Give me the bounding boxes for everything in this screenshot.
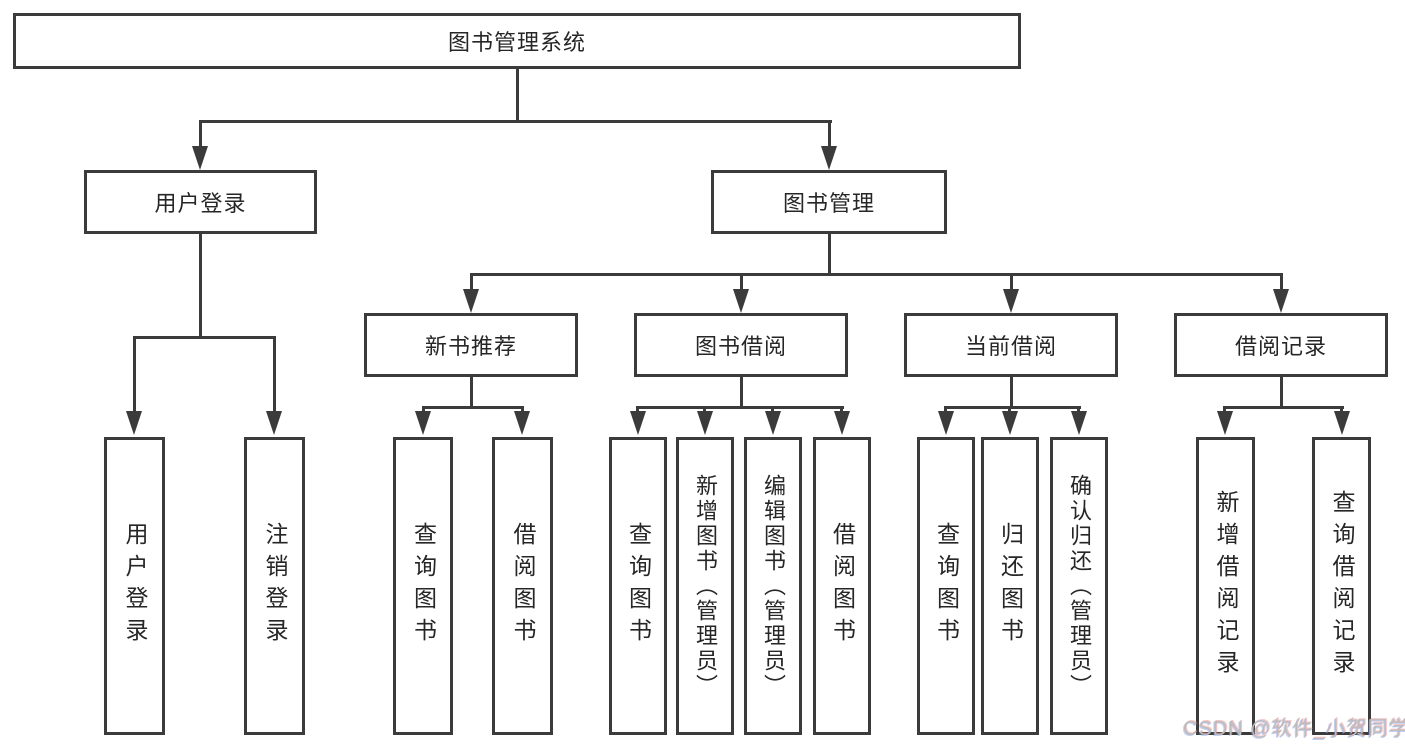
arrow-bb-query-book [630, 411, 646, 435]
connector-user-login-split [133, 336, 276, 339]
arrow-br-query-record [1334, 411, 1350, 435]
leaf-cb-confirm-return-label: 确认归还（管理员） [1067, 473, 1092, 699]
node-user-login-label: 用户登录 [154, 191, 247, 216]
node-book-borrow-label: 图书借阅 [694, 334, 787, 359]
arrow-nb-query-book [415, 411, 431, 435]
arrow-leaf-user-login [126, 411, 142, 435]
arrow-br-add-record [1217, 411, 1233, 435]
leaf-bb-edit-book: 编辑图书（管理员） [744, 437, 802, 735]
leaf-nb-query-book: 查询图书 [393, 437, 453, 735]
leaf-bb-add-book-label: 新增图书（管理员） [693, 473, 718, 699]
connector-nb-borrow-stem [521, 406, 524, 414]
leaf-bb-query-book-label: 查询图书 [625, 522, 652, 650]
arrow-bb-add-book [697, 411, 713, 435]
arrow-book-borrow [733, 289, 749, 313]
connector-br-add-stem [1223, 406, 1226, 414]
node-book-mgmt: 图书管理 [711, 170, 947, 234]
connector-book-mgmt-down [828, 234, 831, 276]
connector-leaf-logout-stem [273, 336, 276, 413]
connector-new-book-down [470, 377, 473, 409]
connector-book-borrow-split [636, 406, 844, 409]
connector-br-query-stem [1340, 406, 1343, 414]
node-borrow-record-label: 借阅记录 [1234, 334, 1327, 359]
leaf-nb-borrow-book-label: 借阅图书 [510, 522, 536, 650]
leaf-bb-add-book: 新增图书（管理员） [676, 437, 734, 735]
leaf-br-query-record-label: 查询借阅记录 [1329, 490, 1355, 682]
node-new-book-rec: 新书推荐 [364, 313, 578, 377]
arrow-current-borrow [1003, 289, 1019, 313]
arrow-borrow-record [1273, 289, 1289, 313]
arrow-new-book-rec [463, 289, 479, 313]
connector-current-borrow-stem [1010, 273, 1013, 292]
node-new-book-rec-label: 新书推荐 [424, 334, 517, 359]
leaf-br-add-record-label: 新增借阅记录 [1213, 490, 1239, 682]
arrow-book-mgmt [821, 146, 837, 170]
connector-cb-confirm-stem [1077, 406, 1080, 414]
connector-borrow-record-split [1223, 406, 1344, 409]
leaf-nb-borrow-book: 借阅图书 [492, 437, 553, 735]
arrow-bb-edit-book [765, 411, 781, 435]
node-current-borrow: 当前借阅 [904, 313, 1118, 377]
connector-cb-query-stem [944, 406, 947, 414]
connector-l3-split [470, 273, 1283, 276]
leaf-user-login-label: 用户登录 [122, 522, 148, 650]
node-book-borrow: 图书借阅 [634, 313, 848, 377]
leaf-logout: 注销登录 [244, 437, 305, 735]
connector-new-book-stem [470, 273, 473, 292]
leaf-bb-edit-book-label: 编辑图书（管理员） [761, 473, 786, 699]
arrow-cb-query-book [938, 411, 954, 435]
leaf-cb-confirm-return: 确认归还（管理员） [1050, 437, 1108, 735]
arrow-user-login [192, 146, 208, 170]
leaf-br-add-record: 新增借阅记录 [1196, 437, 1255, 735]
leaf-br-query-record: 查询借阅记录 [1312, 437, 1371, 735]
node-user-login: 用户登录 [84, 170, 317, 234]
leaf-bb-borrow-book: 借阅图书 [813, 437, 871, 735]
leaf-cb-return-book: 归还图书 [981, 437, 1039, 735]
csdn-watermark: CSDN @软件_小贺同学 [1183, 718, 1405, 740]
node-current-borrow-label: 当前借阅 [964, 334, 1057, 359]
arrow-leaf-logout [266, 411, 282, 435]
arrow-nb-borrow-book [514, 411, 530, 435]
arrow-cb-return-book [1002, 411, 1018, 435]
connector-root-stem [516, 69, 519, 123]
connector-current-borrow-down [1010, 377, 1013, 409]
leaf-cb-query-book-label: 查询图书 [933, 522, 960, 650]
node-borrow-record: 借阅记录 [1174, 313, 1388, 377]
leaf-cb-query-book: 查询图书 [917, 437, 975, 735]
node-root-label: 图书管理系统 [447, 30, 586, 55]
connector-book-borrow-down [740, 377, 743, 409]
connector-bb-edit-stem [771, 406, 774, 414]
arrow-cb-confirm-return [1071, 411, 1087, 435]
node-book-mgmt-label: 图书管理 [782, 191, 875, 216]
connector-nb-query-stem [422, 406, 425, 414]
connector-bb-borrow-stem [840, 406, 843, 414]
connector-book-borrow-stem [740, 273, 743, 292]
connector-user-login-stem [199, 120, 202, 148]
leaf-user-login: 用户登录 [104, 437, 165, 735]
connector-leaf-user-login-stem [133, 336, 136, 413]
connector-user-login-down [199, 234, 202, 339]
connector-borrow-record-down [1280, 377, 1283, 409]
connector-cb-return-stem [1008, 406, 1011, 414]
leaf-logout-label: 注销登录 [262, 522, 288, 650]
arrow-bb-borrow-book [834, 411, 850, 435]
connector-current-borrow-split [944, 406, 1081, 409]
node-root: 图书管理系统 [13, 13, 1021, 69]
leaf-nb-query-book-label: 查询图书 [410, 522, 437, 650]
leaf-bb-query-book: 查询图书 [609, 437, 667, 735]
connector-bb-query-stem [636, 406, 639, 414]
connector-bb-add-stem [703, 406, 706, 414]
connector-new-book-split [422, 406, 524, 409]
connector-l2-split [199, 120, 832, 123]
connector-borrow-record-stem [1280, 273, 1283, 292]
leaf-bb-borrow-book-label: 借阅图书 [829, 522, 856, 650]
connector-book-mgmt-stem [828, 120, 831, 148]
leaf-cb-return-book-label: 归还图书 [997, 522, 1024, 650]
